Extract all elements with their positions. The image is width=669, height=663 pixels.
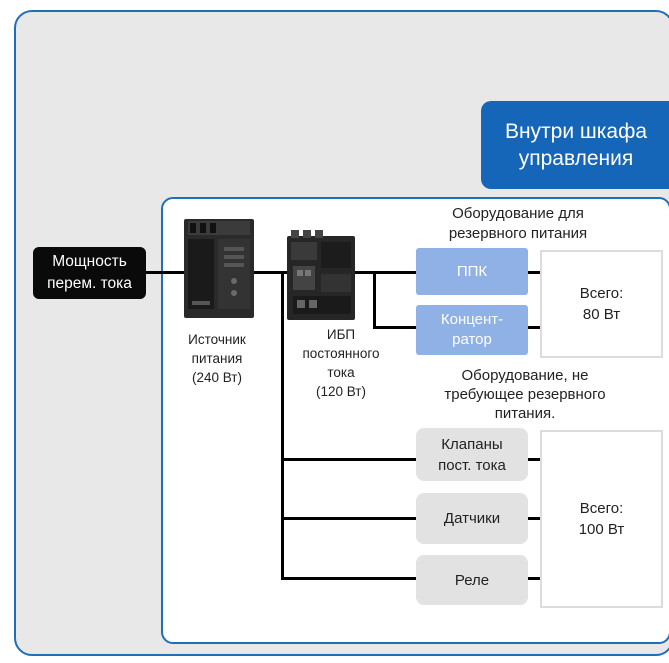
wire-to-sensors: [281, 517, 416, 520]
dash-hub: [527, 326, 540, 329]
wire-to-valves: [281, 458, 416, 461]
device-relay: Реле: [416, 555, 528, 605]
power-supply-label: Источник питания (240 Вт): [188, 332, 246, 385]
backup-group-title: Оборудование для резервного питания: [448, 205, 588, 242]
dash-sensors: [527, 517, 540, 520]
wire-ups-to-ppk: [352, 271, 416, 274]
dash-relay: [527, 577, 540, 580]
device-ppk: ППК: [416, 248, 528, 295]
wire-ac-to-psu: [146, 271, 186, 274]
dc-ups-label: ИБП постоянного тока (120 Вт): [302, 327, 380, 399]
nonbackup-group-title: Оборудование, не требующее резервного пи…: [444, 367, 606, 422]
device-dc-valves: Клапаны пост. тока: [416, 428, 528, 481]
ac-power-input: Мощность перем. тока: [33, 247, 146, 299]
wire-to-hub: [373, 326, 416, 329]
cabinet-label: Внутри шкафа управления: [481, 101, 669, 189]
dc-ups-icon: [287, 230, 355, 320]
device-hub: Концент- ратор: [416, 305, 528, 355]
power-supply-icon: [184, 219, 254, 318]
dash-ppk: [527, 271, 540, 274]
nonbackup-total: Всего: 100 Вт: [540, 430, 663, 608]
device-sensors: Датчики: [416, 493, 528, 544]
backup-total: Всего: 80 Вт: [540, 250, 663, 358]
wire-to-relay: [281, 577, 416, 580]
wire-bus-vertical: [281, 271, 284, 580]
wire-psu-to-ups: [254, 271, 288, 274]
wire-ups-drop: [373, 271, 376, 329]
dash-valves: [527, 458, 540, 461]
